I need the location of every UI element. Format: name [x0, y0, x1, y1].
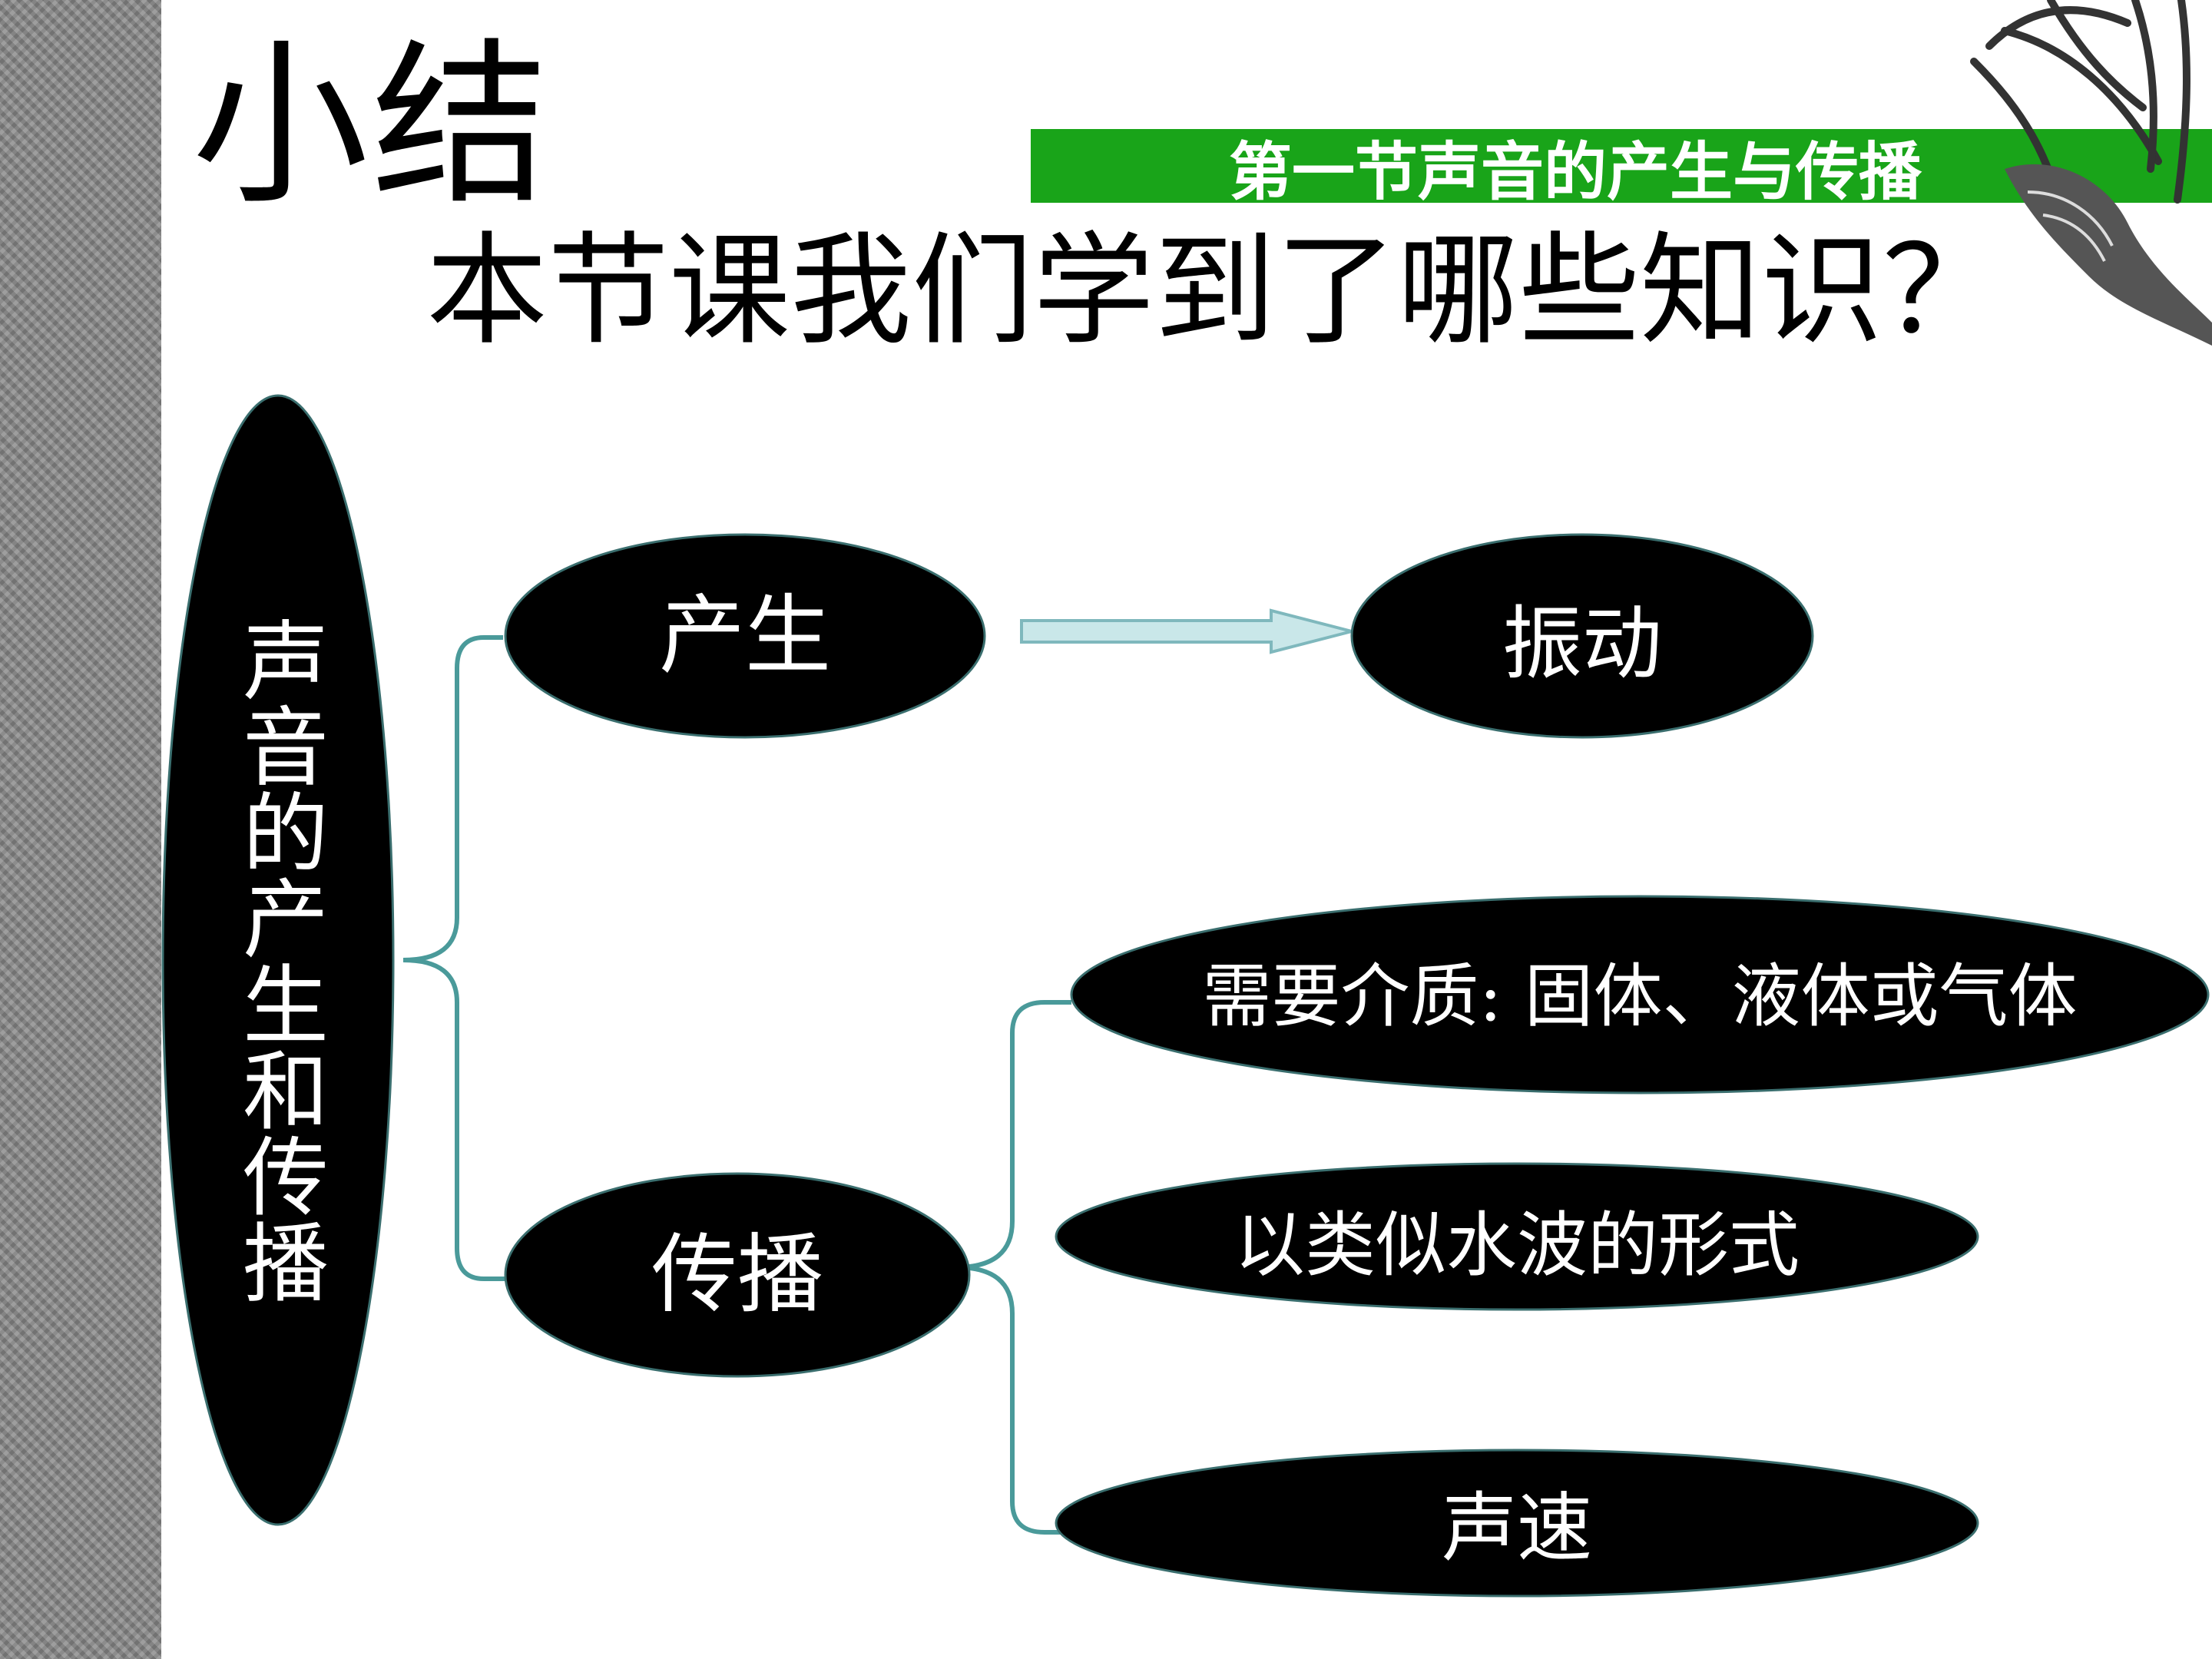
section-banner-text: 第一节声音的产生与传播: [1228, 135, 1922, 209]
section-banner: 第一节声音的产生与传播: [1031, 129, 2212, 209]
node-medium: [1070, 895, 2210, 1094]
node-vibration: [1350, 533, 1814, 739]
bracket-root-to-branches: [402, 635, 507, 1281]
node-root: [161, 394, 395, 1526]
slide-title: 小结: [192, 24, 552, 229]
node-production-label: 产生: [659, 586, 831, 686]
node-root-label: 声音的产生和传播: [228, 616, 328, 1304]
arrow-production-to-vibration: [1020, 608, 1353, 654]
node-production: [504, 533, 986, 739]
node-wave-form: [1055, 1162, 1979, 1311]
node-propagation-label: 传播: [651, 1225, 823, 1325]
swallow-decoration-icon: [1970, 0, 2212, 346]
node-vibration-label: 振动: [1502, 597, 1663, 690]
node-medium-label: 需要介质: 固体、液体或气体: [1202, 956, 2078, 1037]
node-sound-speed-label: 声速: [1441, 1485, 1593, 1572]
side-texture-strip: [0, 0, 161, 1659]
question-heading: 本节课我们学到了哪些知识？: [426, 220, 2004, 362]
node-wave-form-label: 以类似水波的形式: [1233, 1204, 1800, 1286]
bracket-propagation-to-items: [955, 1000, 1071, 1535]
node-propagation: [504, 1172, 971, 1378]
node-sound-speed: [1055, 1449, 1979, 1598]
